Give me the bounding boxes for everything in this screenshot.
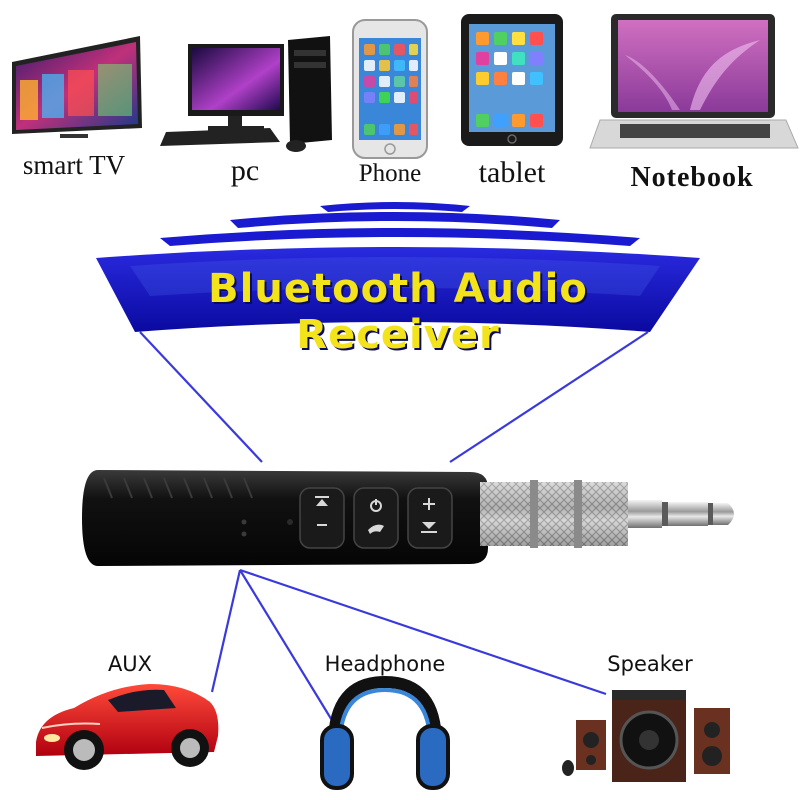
connection-lines xyxy=(139,331,649,723)
headphone-label: Headphone xyxy=(324,652,446,676)
notebook-image xyxy=(589,14,799,149)
headphone-image xyxy=(320,675,450,790)
signal-wave-arcs xyxy=(160,202,640,246)
pc-label: pc xyxy=(230,154,260,187)
banner-title: Bluetooth Audio Receiver xyxy=(208,266,588,358)
speaker-image xyxy=(562,690,730,782)
phone-image xyxy=(352,19,428,159)
aux-label: AUX xyxy=(107,652,153,676)
bluetooth-receiver-device xyxy=(82,470,734,566)
phone-label: Phone xyxy=(358,160,422,187)
tablet-image xyxy=(461,14,563,146)
car-image xyxy=(36,684,219,770)
tablet-label: tablet xyxy=(478,156,546,189)
smart-tv-image xyxy=(12,36,142,138)
smart-tv-label: smart TV xyxy=(22,150,126,180)
pc-image xyxy=(160,36,332,152)
speaker-label: Speaker xyxy=(607,652,693,676)
notebook-label: Notebook xyxy=(630,162,754,193)
title-banner xyxy=(96,247,700,332)
